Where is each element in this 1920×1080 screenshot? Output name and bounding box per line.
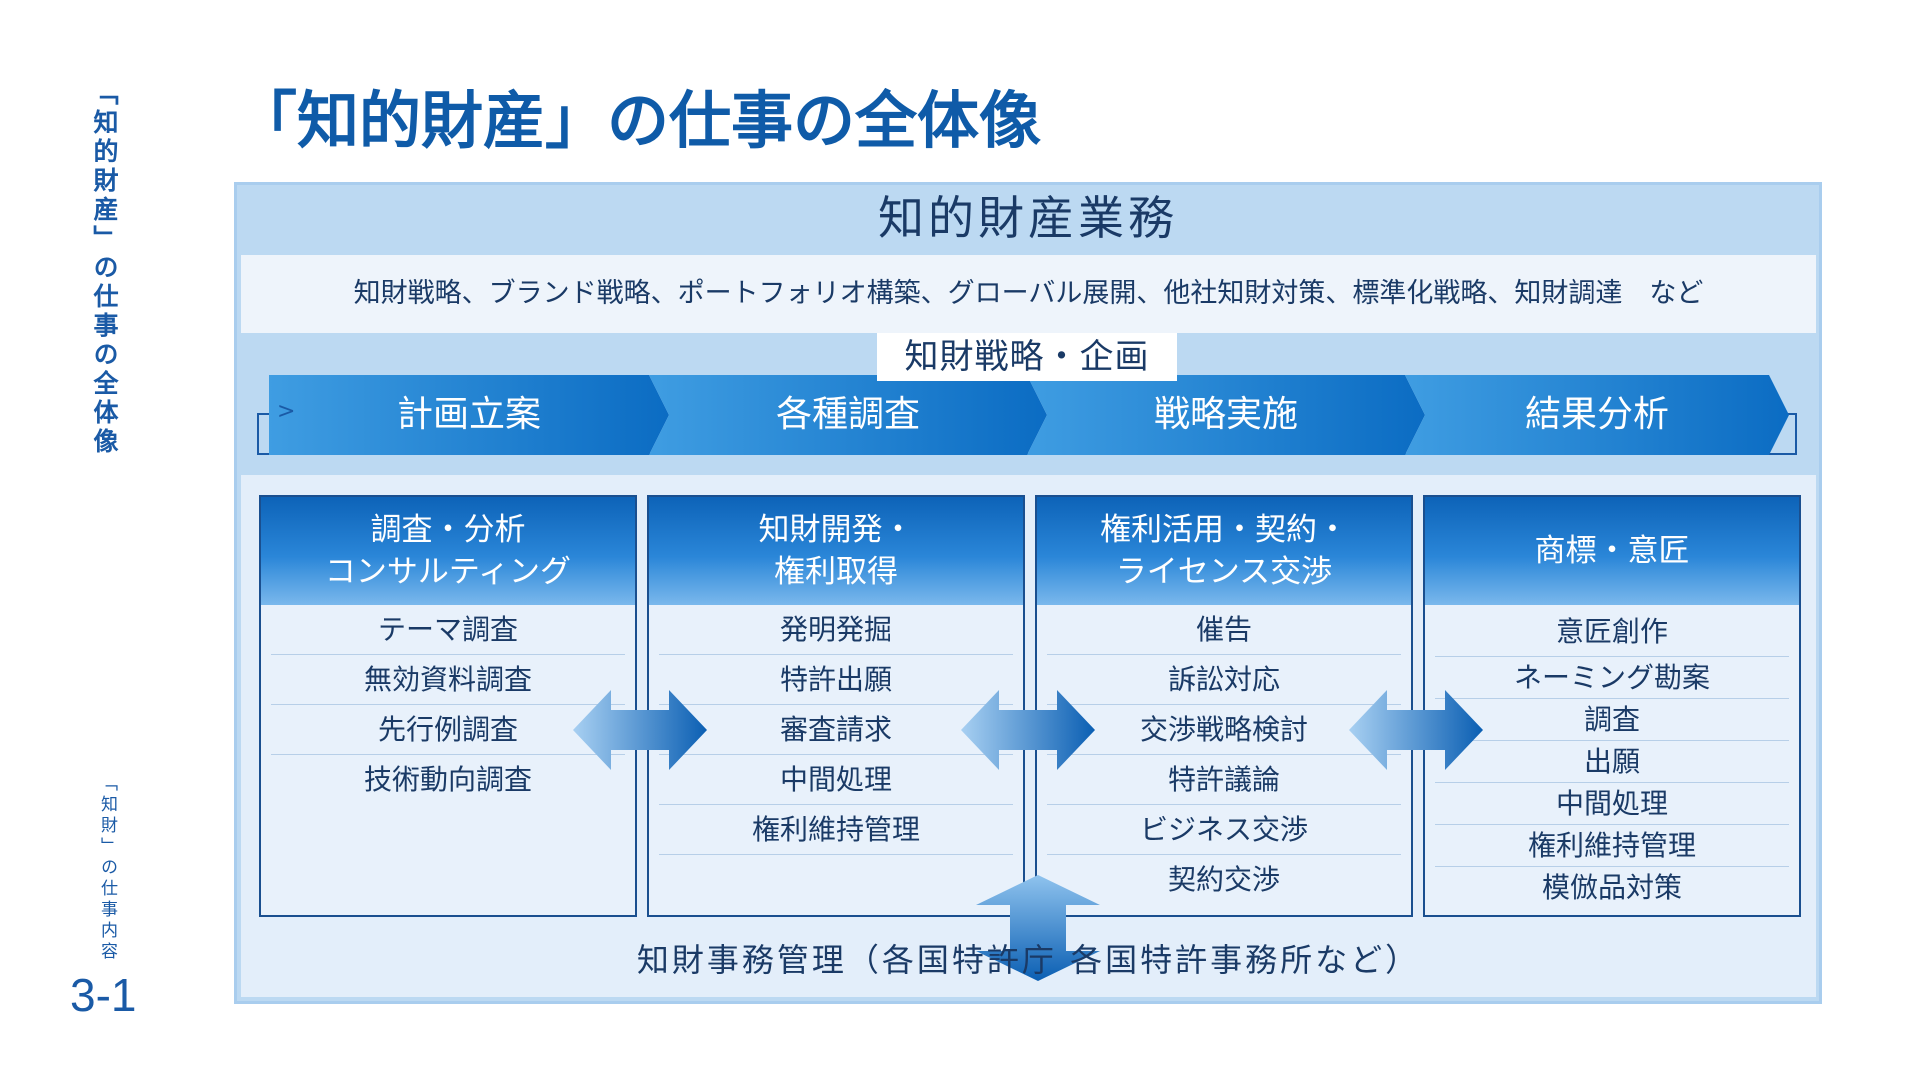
double-arrow-horizontal-icon: [1349, 690, 1483, 770]
column-title-line: 知財開発・: [758, 512, 914, 548]
list-item: 調査: [1435, 699, 1789, 741]
column-header: 権利活用・契約・ ライセンス交渉: [1037, 497, 1411, 605]
list-item: 中間処理: [659, 755, 1013, 805]
column-acquisition: 知財開発・ 権利取得 発明発掘 特許出願 審査請求 中間処理 権利維持管理: [647, 495, 1025, 917]
list-item: 催告: [1047, 605, 1401, 655]
column-research: 調査・分析 コンサルティング テーマ調査 無効資料調査 先行例調査 技術動向調査: [259, 495, 637, 917]
list-item: 契約交渉: [1167, 863, 1280, 896]
side-subtitle: 「知財」の仕事内容: [97, 774, 117, 963]
cycle-arrows: 計画立案 各種調査 戦略実施 結果分析: [269, 375, 1789, 455]
column-trademark-design: 商標・意匠 意匠創作 ネーミング勘案 調査 出願 中間処理 権利維持管理 模倣品…: [1423, 495, 1801, 917]
column-licensing: 権利活用・契約・ ライセンス交渉 催告 訴訟対応 交渉戦略検討 特許議論 ビジネ…: [1035, 495, 1413, 917]
cycle-step-plan: 計画立案: [269, 375, 669, 455]
column-title-line: 商標・意匠: [1534, 533, 1690, 569]
list-item: 無効資料調査: [271, 655, 625, 705]
double-arrow-vertical-icon: [976, 875, 1100, 981]
list-item: 特許出願: [659, 655, 1013, 705]
double-arrow-horizontal-icon: [961, 690, 1095, 770]
list-item: 先行例調査: [271, 705, 625, 755]
cycle-step-execute: 戦略実施: [1027, 375, 1425, 455]
page-title: 「知的財産」の仕事の全体像: [235, 84, 1042, 157]
list-item: 発明発掘: [659, 605, 1013, 655]
work-examples: 知財戦略、ブランド戦略、ポートフォリオ構築、グローバル展開、他社知財対策、標準化…: [241, 255, 1816, 333]
column-header: 調査・分析 コンサルティング: [261, 497, 635, 605]
list-item: 訴訟対応: [1047, 655, 1401, 705]
column-title-line: 権利活用・契約・: [1100, 512, 1348, 548]
column-header: 知財開発・ 権利取得: [649, 497, 1023, 605]
list-item: 権利維持管理: [1435, 825, 1789, 867]
list-item: 権利維持管理: [659, 805, 1013, 855]
list-item: 交渉戦略検討: [1047, 705, 1401, 755]
column-title-line: 権利取得: [774, 554, 898, 590]
list-item: 技術動向調査: [363, 763, 532, 796]
section-number: 3-1: [70, 969, 137, 1021]
list-item: ビジネス交渉: [1047, 805, 1401, 855]
strategy-label: 知財戦略・企画: [877, 333, 1177, 381]
list-item: 特許議論: [1047, 755, 1401, 805]
column-header: 商標・意匠: [1425, 497, 1799, 605]
list-item: 中間処理: [1435, 783, 1789, 825]
list-item: 審査請求: [659, 705, 1013, 755]
diagram-header: 知的財産業務: [878, 191, 1178, 245]
ip-admin-footer: 知財事務管理（各国特許庁 各国特許事務所など）: [636, 941, 1421, 979]
cycle-start-icon: >: [277, 399, 296, 424]
list-item: 意匠創作: [1435, 605, 1789, 657]
list-item: 模倣品対策: [1541, 871, 1682, 904]
column-title-line: 調査・分析: [370, 512, 526, 548]
cycle-loop-line-left: [257, 413, 269, 415]
work-areas-panel: 調査・分析 コンサルティング テーマ調査 無効資料調査 先行例調査 技術動向調査…: [241, 475, 1816, 997]
list-item: テーマ調査: [271, 605, 625, 655]
ip-work-diagram: 知的財産業務 知財戦略、ブランド戦略、ポートフォリオ構築、グローバル展開、他社知…: [234, 182, 1822, 1004]
list-item: 出願: [1435, 741, 1789, 783]
cycle-loop-line-right: [1785, 413, 1797, 415]
side-title: 「知的財産」の仕事の全体像: [90, 80, 119, 457]
column-title-line: ライセンス交渉: [1115, 554, 1333, 590]
list-item: ネーミング勘案: [1435, 657, 1789, 699]
double-arrow-horizontal-icon: [573, 690, 707, 770]
column-title-line: コンサルティング: [324, 554, 572, 590]
cycle-step-research: 各種調査: [649, 375, 1047, 455]
cycle-step-analyze: 結果分析: [1405, 375, 1789, 455]
